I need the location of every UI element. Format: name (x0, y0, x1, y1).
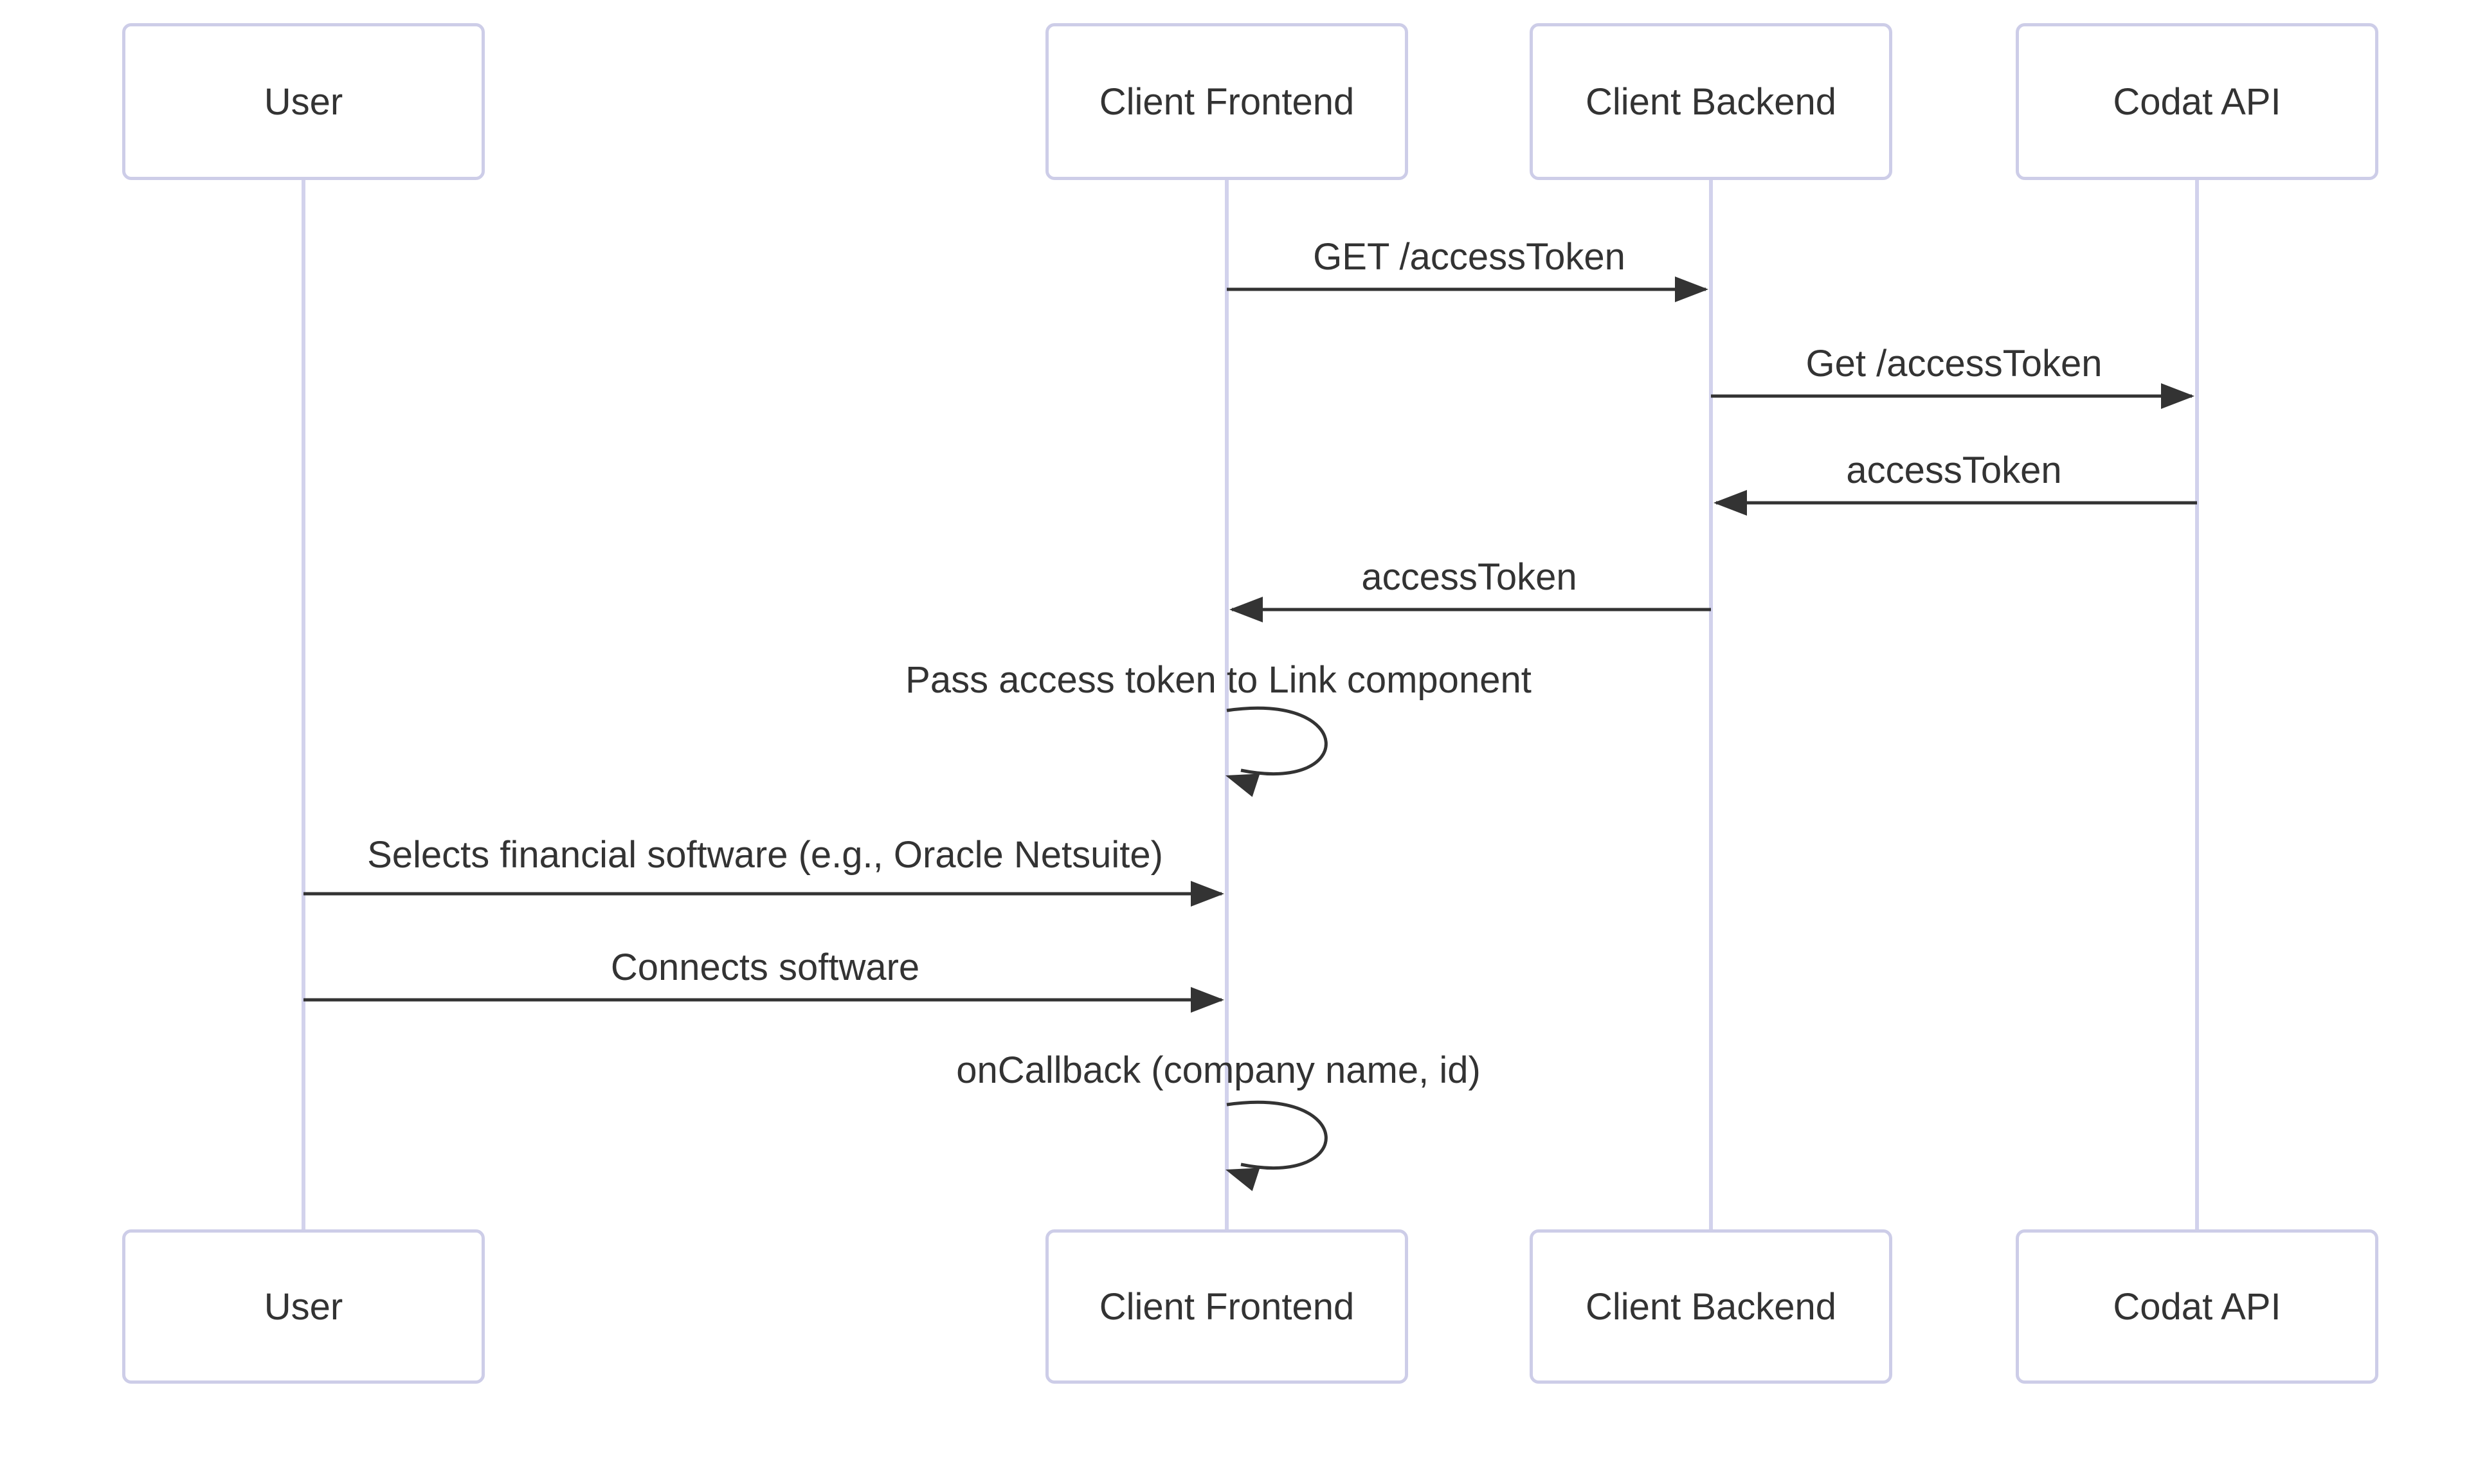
message-label: Connects software (610, 946, 920, 989)
actor-label: Client Frontend (1099, 1285, 1355, 1328)
actor-box-client-backend-top: Client Backend (1530, 23, 1892, 180)
actor-label: Client Backend (1585, 1285, 1837, 1328)
message-label: Selects financial software (e.g., Oracle… (367, 834, 1163, 876)
actor-label: Codat API (2113, 1285, 2281, 1328)
self-loop-arrowhead-1 (1225, 774, 1260, 797)
self-loop-oncallback (1226, 1100, 1328, 1170)
self-loop-pass-token (1226, 706, 1328, 775)
actor-label: User (264, 80, 343, 123)
message-label: accessToken (1846, 449, 2062, 492)
actor-box-user-bottom: User (122, 1229, 485, 1384)
actor-label: User (264, 1285, 343, 1328)
actor-box-client-frontend-bottom: Client Frontend (1045, 1229, 1408, 1384)
actor-label: Client Frontend (1099, 80, 1355, 123)
actor-label: Client Backend (1585, 80, 1837, 123)
actor-label: Codat API (2113, 80, 2281, 123)
actor-box-user-top: User (122, 23, 485, 180)
self-loop-arrowhead-2 (1225, 1168, 1260, 1191)
message-label: onCallback (company name, id) (956, 1049, 1481, 1092)
actor-box-codat-api-bottom: Codat API (2016, 1229, 2378, 1384)
message-label: accessToken (1361, 556, 1577, 599)
actor-box-client-frontend-top: Client Frontend (1045, 23, 1408, 180)
message-label: Get /accessToken (1805, 343, 2103, 385)
actor-box-client-backend-bottom: Client Backend (1530, 1229, 1892, 1384)
actor-box-codat-api-top: Codat API (2016, 23, 2378, 180)
message-label: GET /accessToken (1313, 236, 1625, 278)
message-label: Pass access token to Link component (905, 659, 1532, 701)
